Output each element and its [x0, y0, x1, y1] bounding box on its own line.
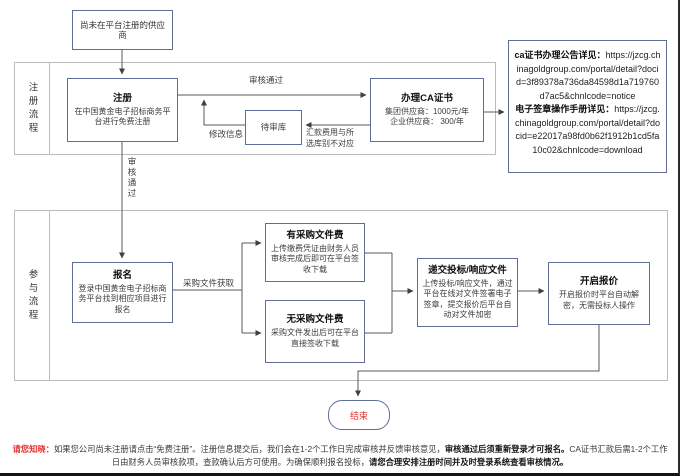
section-participate-process	[14, 210, 668, 381]
node-submit-bid: 递交投标/响应文件 上传投标/响应文件，通过平台在线对文件签署电子签章，提交报价…	[417, 258, 518, 327]
section-register-label-cell: 注册流程	[14, 62, 50, 155]
node-no-doc-fee: 无采购文件费 采购文件发出后可在平台直接签收下载	[265, 300, 365, 363]
section-participate-label: 参与流程	[26, 268, 38, 323]
node-unregistered-supplier: 尚未在平台注册的供应商	[72, 10, 173, 50]
info-entry1-url: https://jzcg.chinagoldgroup.com/portal/d…	[516, 50, 661, 101]
node-has-doc-fee-title: 有采购文件费	[286, 229, 344, 241]
info-entry2-label: 电子签章操作手册详见：	[515, 104, 615, 114]
node-submit-bid-body: 上传投标/响应文件，通过平台在线对文件签署电子签章，提交报价后平台自动对文件加密	[422, 278, 513, 320]
label-approved: 审核通过	[249, 75, 284, 85]
node-open-bid: 开启报价 开启报价时平台自动解密，无需投标人操作	[548, 262, 650, 325]
node-register: 注册 在中国黄金电子招标商务平台进行免费注册	[67, 78, 178, 142]
node-end-label: 结束	[349, 410, 368, 421]
node-signup-title: 报名	[112, 269, 132, 281]
label-modify-info: 修改信息	[209, 129, 244, 139]
disclaimer-line2-bold: 请您合理安排注册时间并及时登录系统查看审核情况。	[369, 457, 569, 467]
node-open-bid-title: 开启报价	[579, 276, 618, 287]
label-remit-mismatch-line1: 汇款费用与所	[306, 128, 354, 137]
node-has-doc-fee-body: 上传缴费凭证由财务人员审核完成后即可在平台签收下载	[271, 243, 359, 274]
disclaimer-prefix: 请您知晓：	[12, 444, 54, 454]
label-remit-mismatch-line2: 选库别不对应	[306, 139, 354, 148]
node-submit-bid-title: 递交投标/响应文件	[428, 264, 507, 276]
node-no-doc-fee-body: 采购文件发出后可在平台直接签收下载	[271, 328, 359, 348]
label-approved-vertical: 审核通过	[127, 157, 137, 199]
node-open-bid-body: 开启报价时平台自动解密，无需投标人操作	[559, 290, 639, 310]
disclaimer-line1: 请您知晓：如果您公司尚未注册请点击“免费注册”。注册信息提交后，我们会在1-2个…	[0, 443, 678, 455]
node-info-links: ca证书办理公告详见：https://jzcg.chinagoldgroup.c…	[508, 40, 667, 173]
node-register-title: 注册	[112, 92, 132, 104]
disclaimer-line2: 日由财务人员审核款项，查款确认后方可使用。为确保顺利报名投标，请您合理安排注册时…	[0, 456, 678, 468]
node-signup-body: 登录中国黄金电子招标商务平台找到相应项目进行报名	[78, 283, 167, 314]
node-signup: 报名 登录中国黄金电子招标商务平台找到相应项目进行报名	[72, 262, 173, 323]
node-unregistered-supplier-label: 尚未在平台注册的供应商	[79, 19, 165, 41]
section-register-process	[14, 62, 496, 155]
node-pending-review: 待审库	[245, 110, 302, 145]
node-ca-certificate: 办理CA证书 集团供应商：1000元/年 企业供应商： 300/年	[370, 78, 484, 142]
section-participate-label-cell: 参与流程	[14, 210, 50, 381]
node-pending-review-label: 待审库	[260, 122, 287, 133]
label-doc-fetch: 采购文件获取	[183, 278, 235, 288]
disclaimer-line1-bold: 审核通过后须重新登录才可报名。	[444, 444, 570, 454]
node-ca-certificate-line2: 企业供应商： 300/年	[390, 117, 464, 126]
info-entry1-label: ca证书办理公告详见：	[514, 50, 606, 60]
node-ca-certificate-title: 办理CA证书	[401, 92, 453, 104]
node-register-body: 在中国黄金电子招标商务平台进行免费注册	[74, 106, 171, 127]
node-end: 结束	[328, 400, 390, 430]
disclaimer-line1-text2: CA证书汇款后需1-2个工作	[569, 444, 668, 454]
node-has-doc-fee: 有采购文件费 上传缴费凭证由财务人员审核完成后即可在平台签收下载	[265, 223, 365, 282]
info-entry2-url: https://jzcg.chinagoldgroup.com/portal/d…	[514, 104, 661, 155]
disclaimer-line2-text: 日由财务人员审核款项，查款确认后方可使用。为确保顺利报名投标，	[111, 457, 370, 467]
section-register-label: 注册流程	[26, 81, 38, 136]
node-no-doc-fee-title: 无采购文件费	[286, 314, 344, 325]
disclaimer-line1-text1: 如果您公司尚未注册请点击“免费注册”。注册信息提交后，我们会在1-2个工作日完成…	[53, 444, 445, 454]
node-ca-certificate-line1: 集团供应商：1000元/年	[384, 106, 470, 116]
